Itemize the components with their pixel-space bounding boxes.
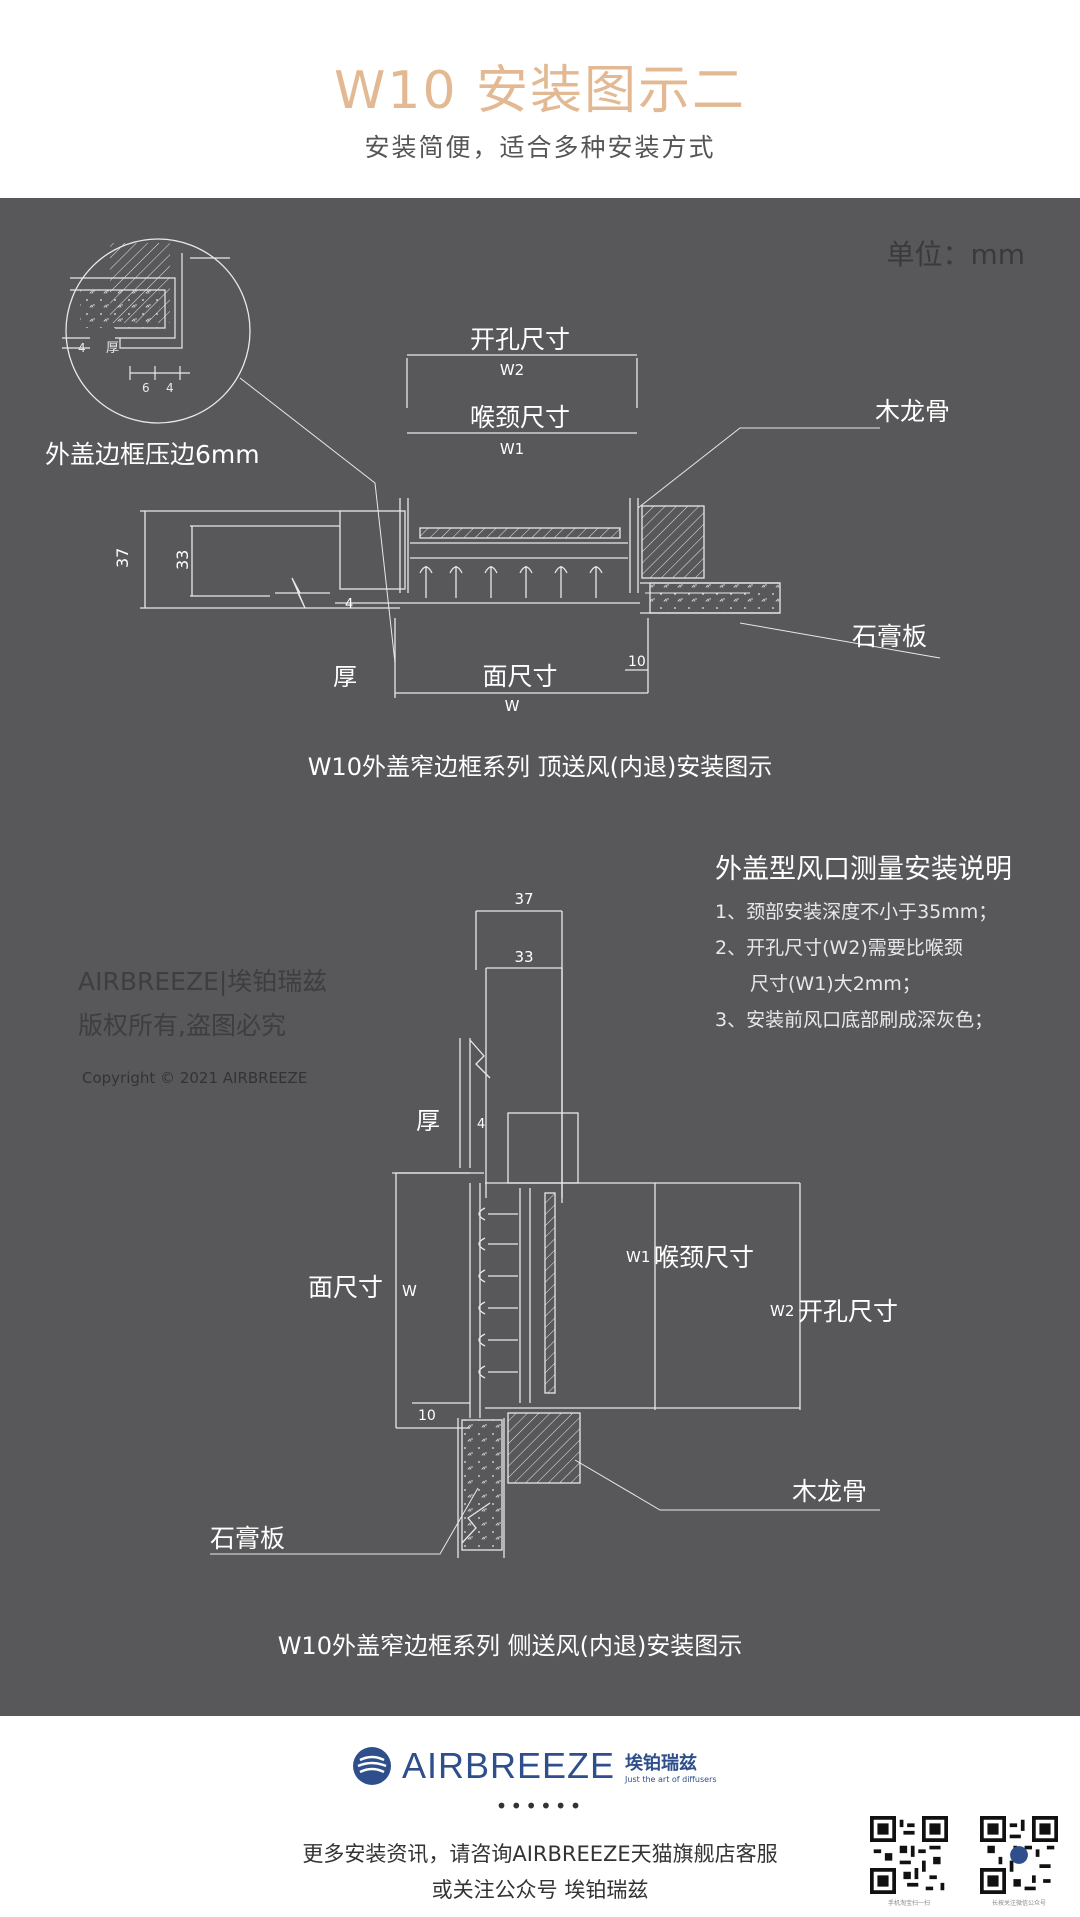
unit-label: 单位：mm <box>886 238 1025 271</box>
notes-line-4: 3、安装前风口底部刷成深灰色； <box>715 1009 993 1031</box>
throat-label-side: 喉颈尺寸 <box>654 1243 754 1272</box>
dim-37-side: 37 <box>514 890 533 908</box>
side-louver-blades <box>478 1207 518 1379</box>
caption-top: W10外盖窄边框系列 顶送风(内退)安装图示 <box>308 753 773 781</box>
opening-symbol-side: W2 <box>770 1302 794 1320</box>
detail-dim-thick: 厚 <box>106 341 119 356</box>
brand-cn: 埃铂瑞兹 <box>625 1752 698 1774</box>
header: W10 安装图示二 安装简便，适合多种安装方式 <box>0 0 1080 198</box>
throat-symbol: W1 <box>500 440 524 458</box>
thickness-label-top: 厚 <box>333 663 357 691</box>
brand-cn-block: 埃铂瑞兹 Just the art of diffusers <box>625 1749 717 1784</box>
page-subtitle: 安装简便，适合多种安装方式 <box>364 133 716 162</box>
detail-label: 外盖边框压边6mm <box>45 440 260 469</box>
footer: AIRBREEZE 埃铂瑞兹 Just the art of diffusers… <box>0 1716 1080 1917</box>
throat-label: 喉颈尺寸 <box>470 403 570 432</box>
dots-divider: •••••• <box>495 1794 585 1818</box>
watermark: AIRBREEZE|埃铂瑞兹 版权所有,盗图必究 Copyright © 202… <box>78 967 327 1087</box>
opening-label: 开孔尺寸 <box>470 325 570 354</box>
throat-symbol-side: W1 <box>626 1248 650 1266</box>
dim-4-top: 4 <box>345 597 353 612</box>
top-diagram: 4 厚 6 4 <box>62 238 941 698</box>
dim-33-top: 33 <box>173 550 192 570</box>
opening-label-side: 开孔尺寸 <box>798 1297 898 1326</box>
gypsum-label-top: 石膏板 <box>852 622 927 651</box>
caption-side: W10外盖窄边框系列 侧送风(内退)安装图示 <box>278 1632 743 1660</box>
top-louver-blades <box>419 566 603 598</box>
notes-line-1: 1、颈部安装深度不小于35mm； <box>715 901 997 923</box>
brand-tagline: Just the art of diffusers <box>625 1774 717 1784</box>
dim-10-top: 10 <box>628 654 646 670</box>
detail-dim-4: 4 <box>78 341 86 355</box>
notes-line-3: 尺寸(W1)大2mm； <box>750 973 921 995</box>
wechat-qr-code-icon <box>980 1816 1058 1894</box>
thickness-label-side: 厚 <box>416 1107 440 1135</box>
install-notes: 外盖型风口测量安装说明 1、颈部安装深度不小于35mm； 2、开孔尺寸(W2)需… <box>715 854 1012 1031</box>
face-label-side: 面尺寸 <box>308 1273 383 1302</box>
notes-title: 外盖型风口测量安装说明 <box>715 854 1012 885</box>
tmall-qr-code-icon <box>870 1816 948 1894</box>
face-label-top: 面尺寸 <box>482 662 557 691</box>
dim-4-side: 4 <box>477 1117 485 1132</box>
notes-line-2: 2、开孔尺寸(W2)需要比喉颈 <box>715 937 963 959</box>
side-diagram <box>210 910 880 1558</box>
gypsum-label-side: 石膏板 <box>210 1524 285 1553</box>
installation-diagrams: 单位：mm 4 厚 6 4 <box>45 238 1025 1660</box>
qr1-caption: 手机淘宝扫一扫 <box>887 1900 930 1907</box>
opening-symbol: W2 <box>500 361 524 379</box>
wood-label-side: 木龙骨 <box>792 1477 867 1506</box>
face-symbol-side: W <box>402 1282 417 1300</box>
contact-line-1: 更多安装资讯，请咨询AIRBREEZE天猫旗舰店客服 <box>302 1842 778 1866</box>
dim-37-top: 37 <box>113 548 132 568</box>
detail-dim-6: 6 <box>142 381 150 395</box>
diagram-panel: 单位：mm 4 厚 6 4 <box>0 198 1080 1716</box>
watermark-line-3: Copyright © 2021 AIRBREEZE <box>82 1069 307 1087</box>
airbreeze-logo-icon <box>353 1747 391 1785</box>
detail-circle <box>65 238 251 424</box>
watermark-line-1: AIRBREEZE|埃铂瑞兹 <box>78 967 327 996</box>
side-diagram-labels: 37 33 厚 4 面尺寸 W 10 W1 喉颈尺寸 W2 开孔尺寸 木龙骨 石… <box>210 890 898 1660</box>
brand-name: AIRBREEZE <box>402 1745 616 1786</box>
dim-33-side: 33 <box>514 948 533 966</box>
face-symbol-top: W <box>505 697 520 715</box>
detail-content <box>62 243 230 380</box>
wood-label-top: 木龙骨 <box>875 397 950 426</box>
top-diagram-labels: 外盖边框压边6mm 开孔尺寸 W2 喉颈尺寸 W1 木龙骨 石膏板 厚 面尺寸 … <box>45 325 950 781</box>
watermark-line-2: 版权所有,盗图必究 <box>78 1011 286 1040</box>
detail-dim-4b: 4 <box>166 381 174 395</box>
dim-10-side: 10 <box>418 1408 436 1424</box>
brand-logo: AIRBREEZE 埃铂瑞兹 Just the art of diffusers <box>352 1738 717 1794</box>
contact-line-2: 或关注公众号 埃铂瑞兹 <box>431 1878 649 1902</box>
page-title: W10 安装图示二 <box>333 61 747 121</box>
qr2-caption: 长按关注微信公众号 <box>991 1900 1046 1907</box>
